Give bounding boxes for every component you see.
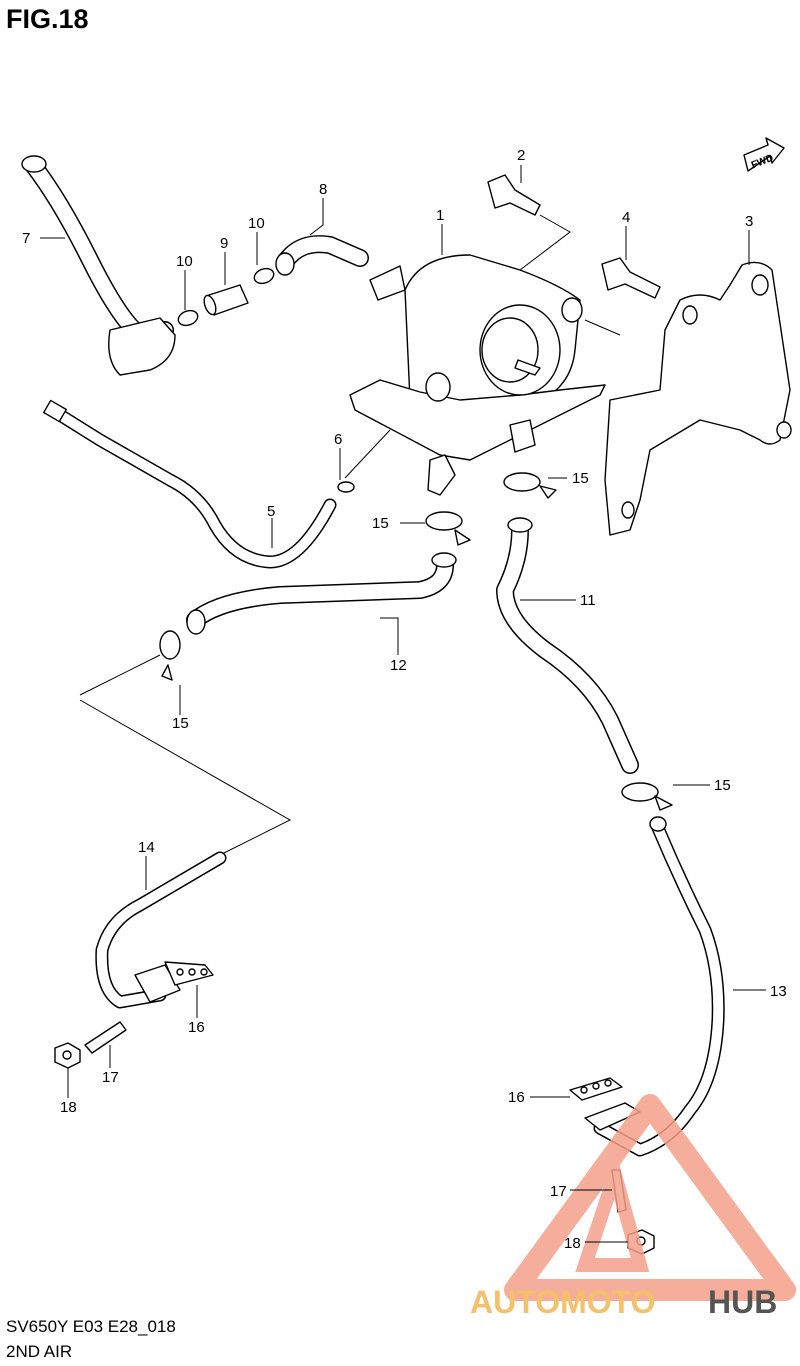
air-valve-1 xyxy=(349,254,606,496)
callout-15-c: 15 xyxy=(172,715,189,732)
bolt-2 xyxy=(487,174,541,216)
callout-6: 6 xyxy=(334,431,342,448)
callout-16-right: 16 xyxy=(508,1089,525,1106)
callout-17-left: 17 xyxy=(102,1069,119,1086)
clamp-15-c xyxy=(159,630,181,681)
callout-14: 14 xyxy=(138,839,155,856)
model-code: SV650Y E03 E28_018 xyxy=(6,1317,176,1336)
callout-15-b: 15 xyxy=(372,515,389,532)
section-title: 2ND AIR xyxy=(6,1342,73,1361)
clamp-10-left xyxy=(177,309,199,327)
gasket-16-left xyxy=(164,961,214,986)
clamp-10-right xyxy=(253,267,275,285)
hose-12 xyxy=(186,552,457,635)
watermark-text-primary: AUTOMOTO xyxy=(470,1284,655,1320)
callout-5: 5 xyxy=(267,503,275,520)
hose-11 xyxy=(496,517,639,774)
pipe-14 xyxy=(95,851,227,1009)
callout-10-left: 10 xyxy=(176,253,193,270)
callout-15-a: 15 xyxy=(572,470,589,487)
clamp-15-b xyxy=(425,511,471,546)
callout-9: 9 xyxy=(220,235,228,252)
stud-17-left xyxy=(84,1021,127,1054)
sleeve-9 xyxy=(203,284,249,316)
callout-12: 12 xyxy=(390,657,407,674)
clamp-15-d xyxy=(621,782,673,811)
clamp-15-a xyxy=(503,472,557,499)
hose-8 xyxy=(275,235,369,276)
bracket-3 xyxy=(604,261,792,536)
callout-7: 7 xyxy=(22,230,30,247)
fwd-arrow-icon: FWD xyxy=(743,137,785,172)
callout-16-left: 16 xyxy=(188,1019,205,1036)
clip-6 xyxy=(337,481,355,493)
watermark-logo xyxy=(504,1094,796,1301)
figure-title: FIG.18 xyxy=(6,4,89,34)
callout-10-right: 10 xyxy=(248,215,265,232)
callout-13: 13 xyxy=(770,983,787,1000)
gasket-16-right xyxy=(569,1077,623,1101)
nut-18-left xyxy=(54,1042,81,1069)
callout-1: 1 xyxy=(436,207,444,224)
callout-11: 11 xyxy=(580,592,596,609)
callout-2: 2 xyxy=(517,147,525,164)
bolt-4 xyxy=(601,257,661,299)
callout-15-d: 15 xyxy=(714,777,731,794)
callout-4: 4 xyxy=(622,209,630,226)
callout-leaders xyxy=(40,165,766,1243)
watermark-text-accent: HUB xyxy=(708,1284,777,1320)
callout-17-right: 17 xyxy=(550,1183,567,1200)
callout-3: 3 xyxy=(745,213,753,230)
callout-8: 8 xyxy=(319,181,327,198)
hose-7 xyxy=(21,155,176,376)
pipe-5 xyxy=(43,399,337,569)
callout-18-right: 18 xyxy=(564,1235,581,1252)
callout-18-left: 18 xyxy=(60,1099,77,1116)
